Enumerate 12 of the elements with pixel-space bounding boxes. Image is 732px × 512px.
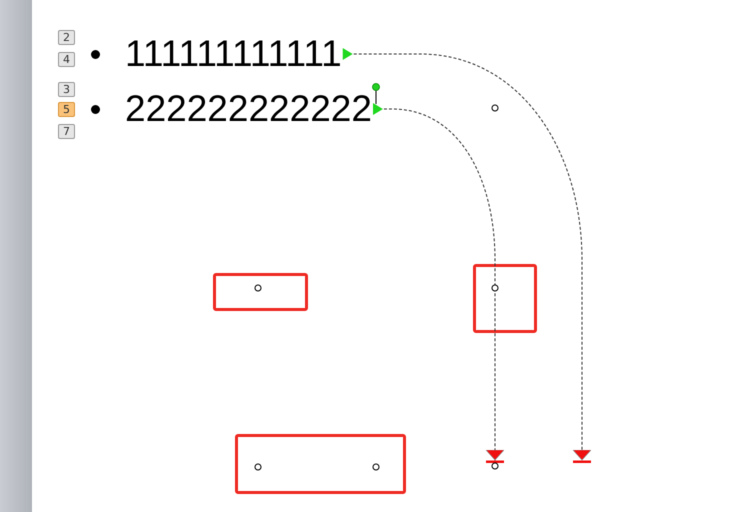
motion-path <box>342 48 592 464</box>
animation-order-tag: 3 <box>58 82 75 97</box>
motion-path <box>372 103 504 464</box>
rectangle-shape <box>235 434 406 494</box>
animation-order-tag: 5 <box>58 102 75 117</box>
animation-order-tag: 7 <box>58 124 75 139</box>
rectangle-shape <box>473 264 537 333</box>
animation-order-tag: 4 <box>58 52 75 67</box>
animation-order-tag: 2 <box>58 30 75 45</box>
bullet-text: 111111111111 <box>125 33 342 75</box>
bullet-text: 222222222222 <box>125 88 372 130</box>
rectangle-shape <box>213 273 308 311</box>
